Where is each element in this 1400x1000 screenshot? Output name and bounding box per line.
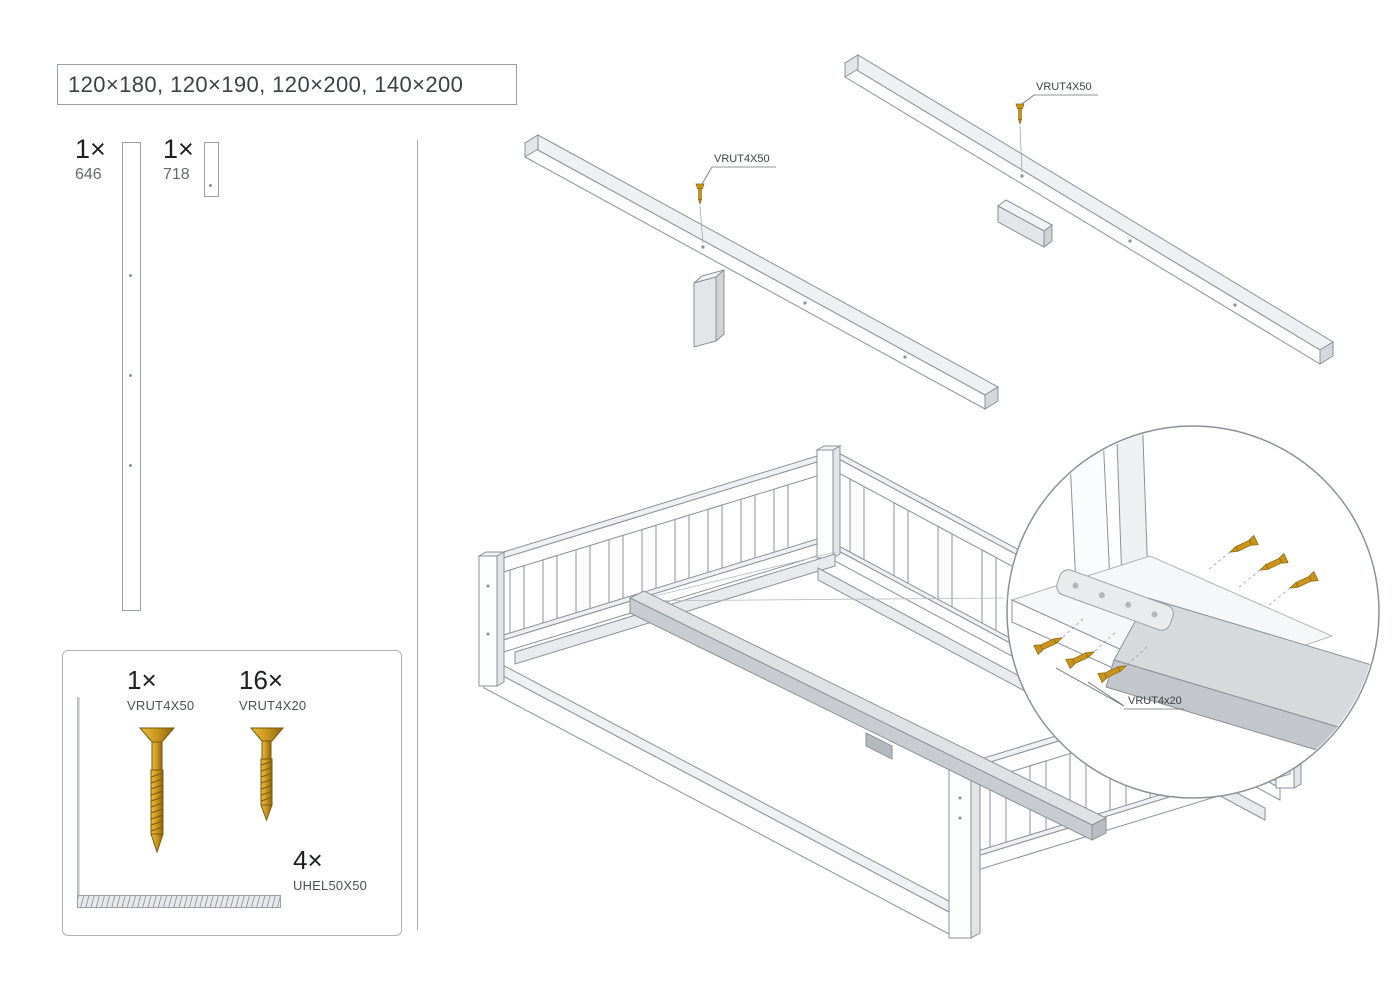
screw-long-labels: 1× VRUT4X50	[127, 667, 194, 713]
angle-bracket-vertical-leg	[77, 697, 80, 897]
bracket-id: UHEL50X50	[293, 878, 368, 893]
detail-bracket-plate	[1056, 569, 1174, 631]
near-side-rail	[482, 661, 964, 935]
pilot-hole-dot	[209, 184, 212, 187]
bracket-labels: 4× UHEL50X50	[293, 847, 367, 893]
detail-slat	[1067, 427, 1111, 587]
screw-long-qty: 1×	[127, 665, 157, 695]
size-variants-box: 120×180, 120×190, 120×200, 140×200	[57, 64, 517, 105]
part-646-qty: 1×	[75, 134, 106, 164]
part-718-qty: 1×	[163, 134, 194, 164]
part-646-labels: 1× 646	[75, 136, 106, 184]
beam-guide-line	[633, 551, 837, 602]
pilot-hole-dot	[129, 464, 132, 467]
screw-short-id: VRUT4X20	[239, 698, 307, 713]
part-drawing-short-slat-718	[204, 142, 219, 197]
screw-short-qty: 16×	[239, 665, 284, 695]
beam-guide-line	[633, 597, 1005, 602]
screw-short-labels: 16× VRUT4X20	[239, 667, 306, 713]
callout-leader	[1087, 681, 1125, 707]
rail-drawing-right	[844, 54, 1334, 365]
screw-vrut4x50-icon	[138, 727, 176, 854]
section-divider	[417, 140, 418, 930]
callout-label-rail-left: VRUT4X50	[714, 153, 770, 165]
pilot-hole-dot	[129, 374, 132, 377]
screw-guide-line	[699, 205, 704, 244]
part-drawing-long-slat-646	[122, 142, 141, 611]
screw-guide-line	[1019, 125, 1023, 173]
bracket-qty: 4×	[293, 845, 323, 875]
screw-vrut4x20-icon	[249, 727, 285, 822]
part-718-id: 718	[163, 166, 190, 183]
callout-leader	[1055, 667, 1125, 707]
rail-drawing-left	[524, 134, 999, 410]
corner-post-near	[947, 756, 982, 939]
beam-support-block	[865, 732, 893, 760]
hardware-box: 1× VRUT4X50 16× VRUT4X20	[62, 650, 402, 936]
center-support-beam	[628, 590, 1108, 841]
angle-bracket-horizontal-leg	[77, 895, 281, 908]
corner-post-far	[815, 445, 842, 559]
part-718-labels: 1× 718	[163, 136, 194, 184]
screw-long-id: VRUT4X50	[127, 698, 195, 713]
callout-label-rail-right: VRUT4X50	[1036, 81, 1092, 93]
callout-leader	[701, 166, 713, 185]
screw-icon-right	[1015, 103, 1025, 125]
callout-leader	[1021, 94, 1035, 105]
detail-callout: VRUT4x20	[1006, 425, 1380, 799]
pilot-hole-dot	[129, 274, 132, 277]
screw-icon-left	[695, 183, 705, 205]
spacer-block-left	[693, 268, 725, 348]
spacer-block-right	[997, 199, 1053, 248]
detail-slat	[1115, 427, 1149, 584]
corner-post-left	[477, 551, 506, 687]
part-646-id: 646	[75, 166, 102, 183]
size-variants-label: 120×180, 120×190, 120×200, 140×200	[68, 71, 464, 97]
callout-label-detail: VRUT4x20	[1128, 695, 1182, 707]
